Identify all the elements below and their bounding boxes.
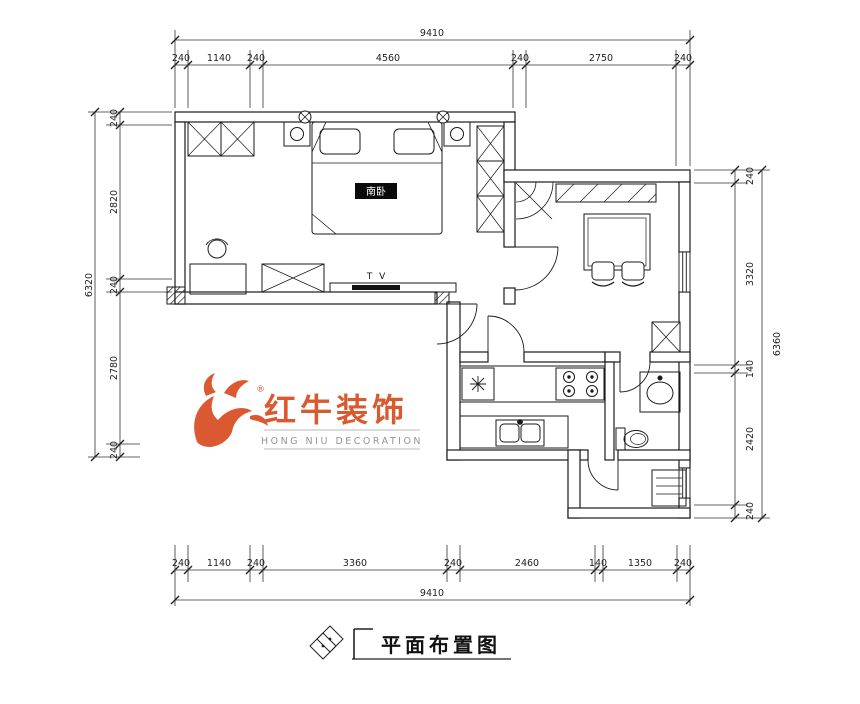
walls xyxy=(174,111,691,519)
dim-right-seg: 140 xyxy=(745,360,756,378)
dim-top-seg: 2750 xyxy=(589,53,613,64)
wall-lamp-icon xyxy=(298,110,450,124)
dining-chair xyxy=(621,261,645,287)
dim-left-overall: 6320 xyxy=(84,273,95,297)
dim-left-seg: 240 xyxy=(109,109,120,127)
title-block: 平面布置图 xyxy=(309,625,511,660)
dim-bottom-seg: 1350 xyxy=(628,558,652,569)
dim-bottom-seg: 3360 xyxy=(343,558,367,569)
dim-bottom-seg: 240 xyxy=(247,558,265,569)
bathroom-door xyxy=(619,361,651,393)
balcony xyxy=(651,469,687,507)
dining-table xyxy=(583,213,651,271)
dim-bottom-seg: 2460 xyxy=(515,558,539,569)
closet xyxy=(187,121,255,157)
tv-cabinet xyxy=(329,282,457,293)
dresser xyxy=(261,263,325,293)
nightstand-right xyxy=(443,121,471,147)
snowflake-icon xyxy=(470,376,486,392)
dim-top-overall: 9410 xyxy=(420,28,444,39)
tv-unit xyxy=(352,285,400,290)
watermark: ® 红牛装饰 HONG NIU DECORATION xyxy=(194,373,423,450)
counter-bottom xyxy=(459,415,569,449)
kitchen xyxy=(459,365,606,449)
dim-bottom-seg: 240 xyxy=(172,558,190,569)
dim-right-seg: 2420 xyxy=(745,427,756,451)
columns xyxy=(166,286,681,353)
dim-left-seg: 2820 xyxy=(109,190,120,214)
dimension-lines xyxy=(88,30,770,606)
balcony-door xyxy=(587,459,619,491)
sideboard xyxy=(555,183,657,203)
bull-logo-icon xyxy=(194,373,268,447)
kitchen-door xyxy=(487,315,525,353)
dim-bottom-seg: 1140 xyxy=(207,558,231,569)
nightstand-left xyxy=(283,121,311,147)
title-corner-mark xyxy=(353,628,373,659)
chair xyxy=(205,238,229,259)
dim-right-seg: 240 xyxy=(745,167,756,185)
doors xyxy=(436,246,651,491)
washing-machine xyxy=(651,469,687,507)
fridge xyxy=(461,367,495,401)
window-symbols xyxy=(678,251,691,499)
dim-bottom-overall: 9410 xyxy=(420,588,444,599)
dim-left-seg: 240 xyxy=(109,441,120,459)
bedroom-door xyxy=(436,303,478,345)
dim-right-seg: 240 xyxy=(745,502,756,520)
dining xyxy=(515,181,657,287)
bed-label: 南卧 xyxy=(366,185,386,198)
dim-right-overall: 6360 xyxy=(772,332,783,356)
dim-top-seg: 240 xyxy=(511,53,529,64)
dimension-ticks xyxy=(90,35,767,605)
dim-top-seg: 240 xyxy=(674,53,692,64)
wardrobe xyxy=(476,125,505,233)
bathroom xyxy=(615,371,681,451)
dim-bottom-seg: 240 xyxy=(444,558,462,569)
dim-top-seg: 240 xyxy=(172,53,190,64)
dim-left-seg: 240 xyxy=(109,276,120,294)
dim-right-seg: 3320 xyxy=(745,262,756,286)
registered-mark: ® xyxy=(256,385,265,395)
watermark-brand: 红牛装饰 xyxy=(264,391,408,429)
bed-label-box xyxy=(355,183,397,199)
counter-top xyxy=(459,365,606,403)
dining-door xyxy=(514,246,559,291)
duct-shaft xyxy=(651,321,681,353)
dim-top-seg: 240 xyxy=(247,53,265,64)
stove xyxy=(555,367,605,401)
bedroom xyxy=(187,110,505,295)
watermark-subtitle: HONG NIU DECORATION xyxy=(261,436,423,447)
dim-top-seg: 4560 xyxy=(376,53,400,64)
vanity xyxy=(639,371,681,413)
dim-bottom-seg: 240 xyxy=(674,558,692,569)
dining-chair xyxy=(591,261,615,287)
drawing-title: 平面布置图 xyxy=(381,633,501,657)
bed xyxy=(311,121,443,235)
tv-label: T V xyxy=(366,272,388,282)
dim-bottom-seg: 140 xyxy=(589,558,607,569)
ornament-icon xyxy=(309,625,344,660)
corner-shelf xyxy=(515,181,554,220)
dim-top-seg: 1140 xyxy=(207,53,231,64)
dimension-labels: 9410 240 1140 240 4560 240 2750 240 6320… xyxy=(84,28,783,599)
toilet xyxy=(615,427,649,451)
dim-left-seg: 2780 xyxy=(109,356,120,380)
desk xyxy=(189,263,247,295)
sink xyxy=(495,419,545,447)
